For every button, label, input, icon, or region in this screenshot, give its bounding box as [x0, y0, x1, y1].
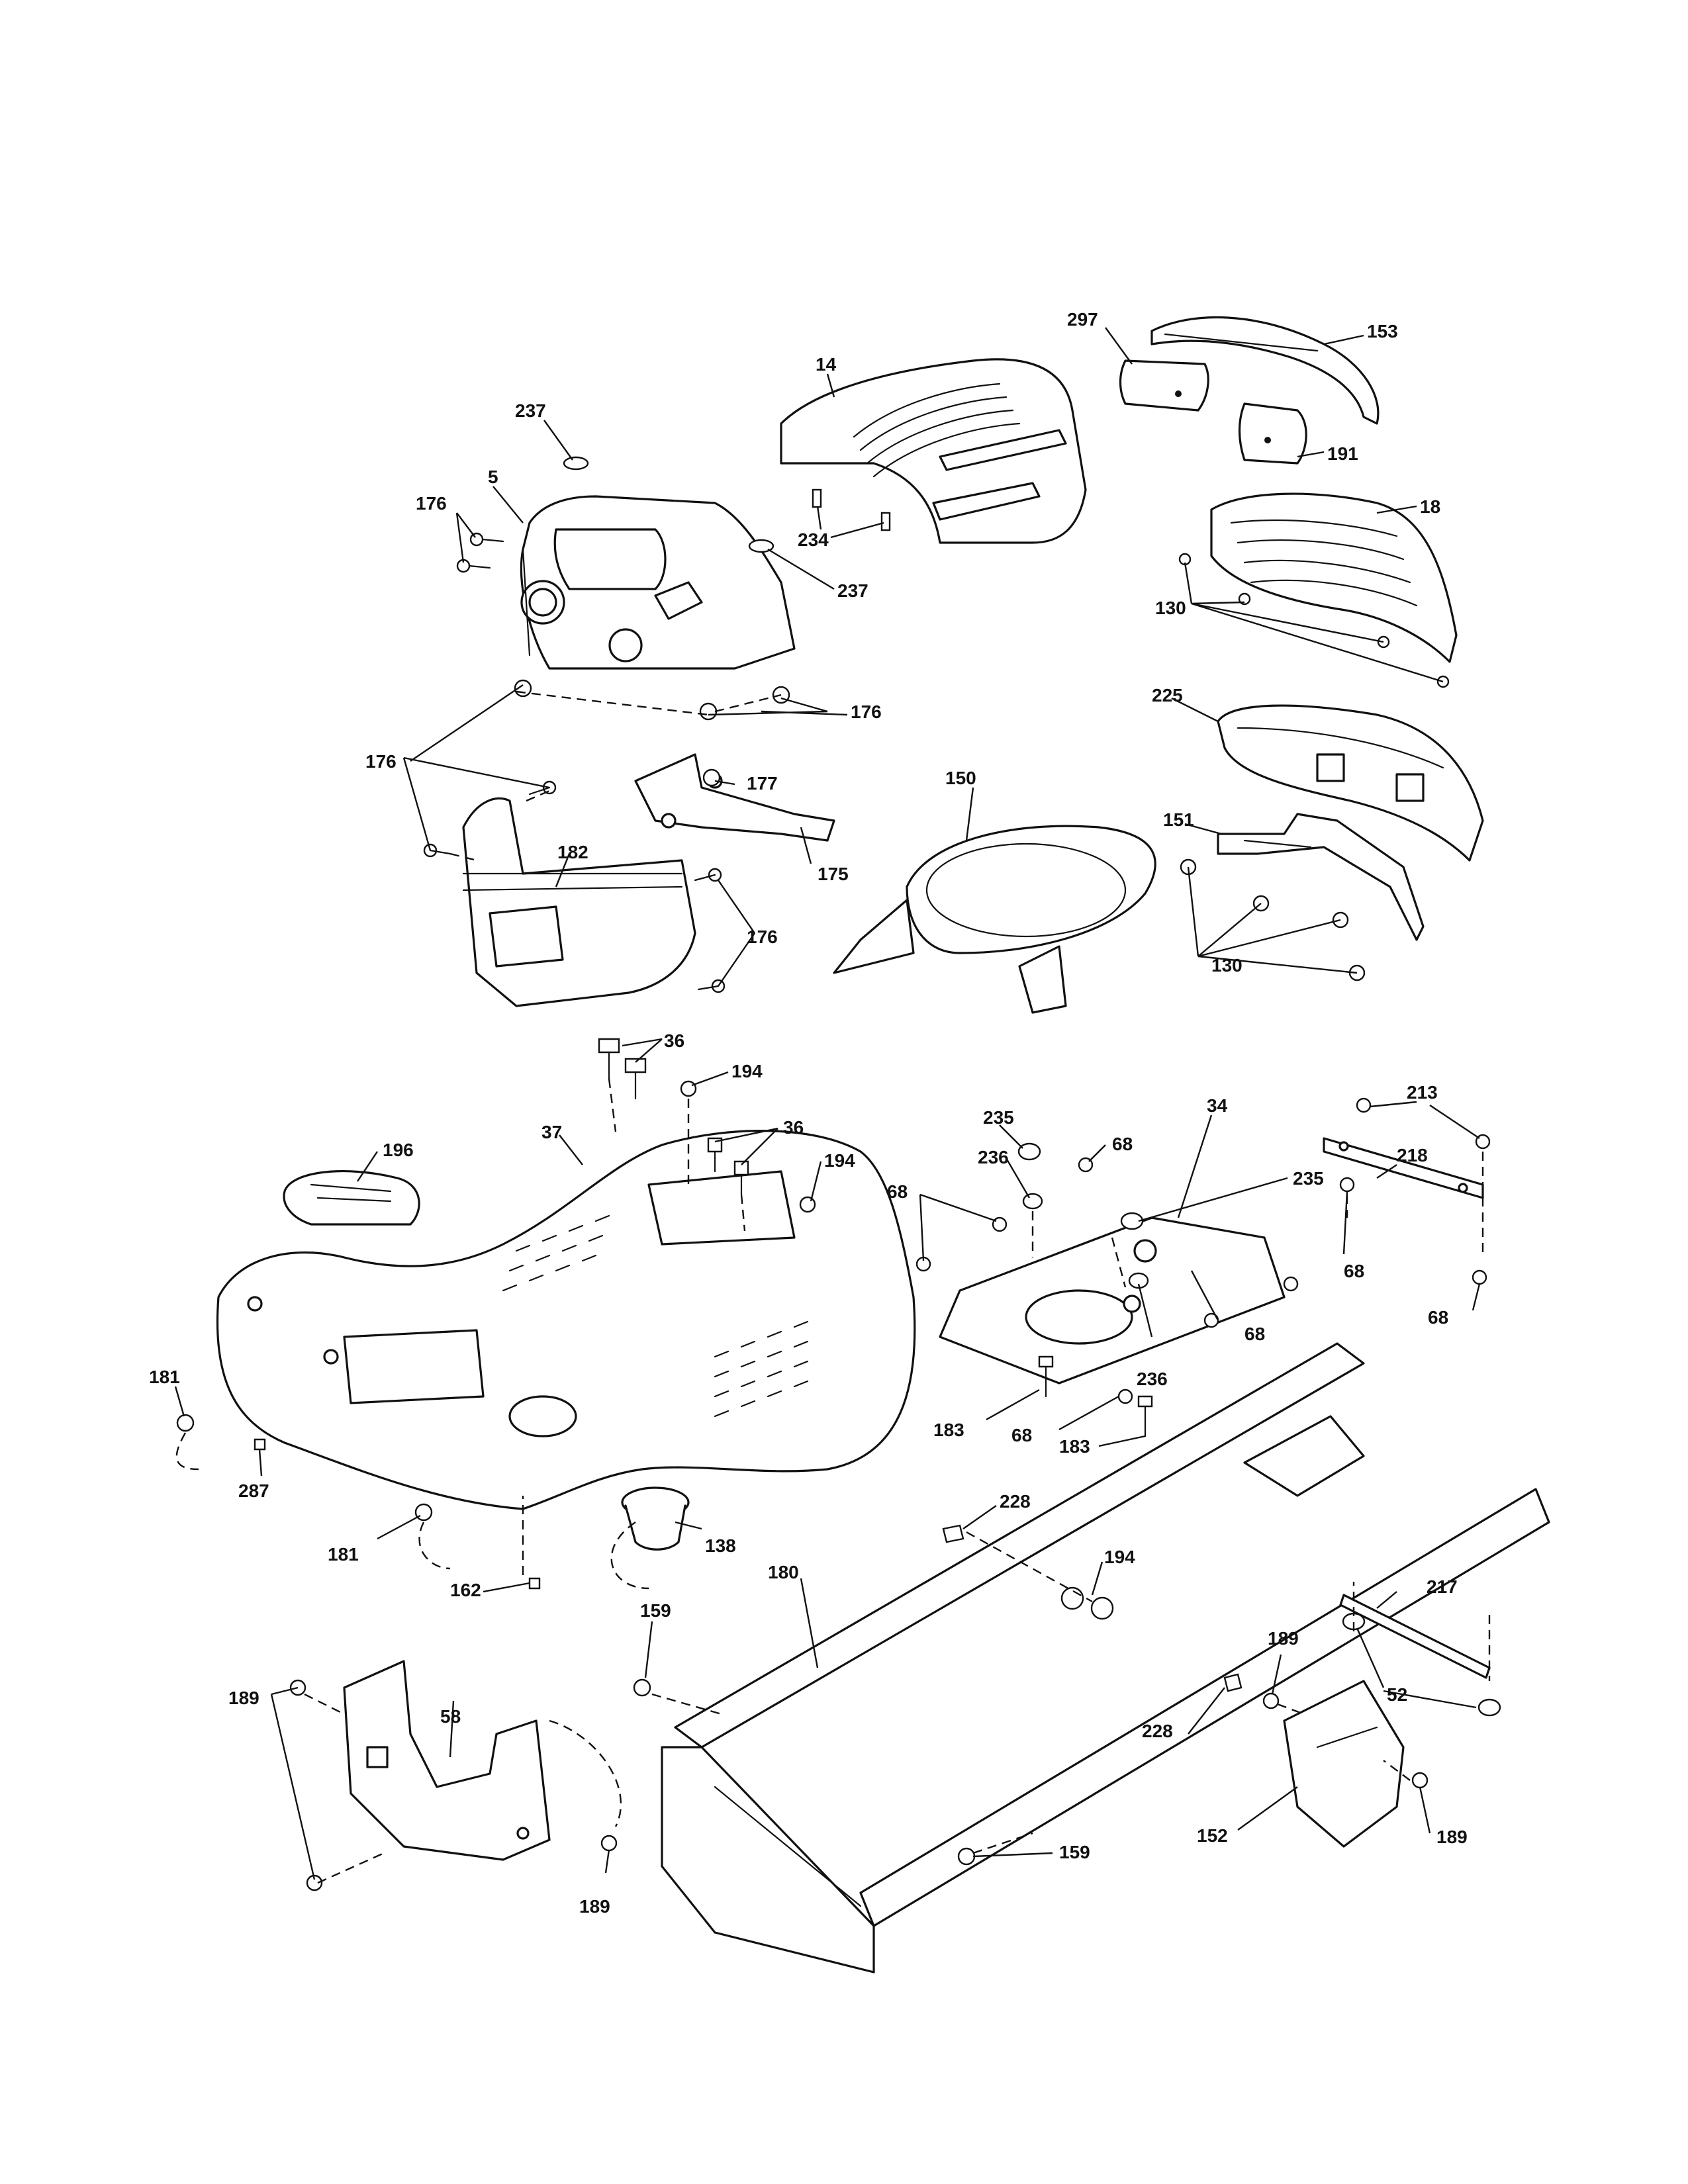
callout-189: 189: [228, 1688, 259, 1708]
callout-68: 68: [1112, 1134, 1133, 1154]
callout-176: 176: [851, 702, 882, 722]
callout-191: 191: [1327, 443, 1358, 464]
callout-217: 217: [1427, 1576, 1458, 1597]
fasteners: [176, 456, 1501, 1891]
callout-228: 228: [1142, 1721, 1173, 1741]
callout-68: 68: [1011, 1425, 1032, 1445]
callout-138: 138: [705, 1535, 736, 1556]
callout-180: 180: [768, 1562, 799, 1582]
callout-194: 194: [824, 1150, 855, 1171]
callout-225: 225: [1152, 685, 1183, 705]
part-153-trim: [1150, 316, 1380, 425]
callout-130: 130: [1155, 598, 1186, 618]
callout-183: 183: [1059, 1436, 1090, 1457]
part-150-pan: [833, 825, 1156, 1014]
callout-159: 159: [1059, 1842, 1090, 1862]
callout-37: 37: [541, 1122, 562, 1142]
callout-237: 237: [837, 580, 868, 601]
callout-213: 213: [1407, 1082, 1438, 1103]
callout-234: 234: [798, 529, 829, 550]
callout-36: 36: [664, 1030, 684, 1051]
callout-52: 52: [1387, 1684, 1407, 1705]
part-182-lower-dash: [462, 797, 696, 1007]
leader-lines: [174, 327, 1481, 1880]
callout-218: 218: [1397, 1145, 1428, 1165]
part-18-grille: [1210, 492, 1458, 663]
part-138-boot: [621, 1486, 690, 1551]
callout-175: 175: [818, 864, 849, 884]
callout-287: 287: [238, 1480, 269, 1501]
callout-235: 235: [1293, 1168, 1324, 1189]
assembly-lines: [175, 690, 1491, 1884]
callout-153: 153: [1367, 321, 1398, 341]
callout-235: 235: [983, 1107, 1014, 1128]
part-297-block: [1119, 359, 1209, 412]
callout-182: 182: [557, 842, 588, 862]
callout-58: 58: [440, 1706, 461, 1727]
callout-228: 228: [1000, 1491, 1031, 1512]
callout-68: 68: [1344, 1261, 1364, 1281]
part-217-rod: [1339, 1594, 1491, 1679]
callout-151: 151: [1163, 809, 1194, 830]
callout-189: 189: [1268, 1628, 1299, 1649]
callout-183: 183: [933, 1420, 964, 1440]
callout-176: 176: [416, 493, 447, 514]
callout-236: 236: [1137, 1369, 1168, 1389]
callout-237: 237: [515, 400, 546, 421]
callout-36: 36: [783, 1117, 804, 1138]
callout-68: 68: [887, 1181, 908, 1202]
callout-189: 189: [579, 1896, 610, 1917]
part-14-hood-top: [780, 358, 1087, 544]
callout-68: 68: [1428, 1307, 1448, 1328]
part-151-bracket: [1217, 813, 1425, 941]
part-196-cover: [283, 1169, 420, 1226]
callout-236: 236: [978, 1147, 1009, 1167]
part-37-fender: [216, 1130, 916, 1510]
part-225-bumper: [1217, 704, 1484, 862]
callout-130: 130: [1211, 955, 1243, 976]
callout-68: 68: [1244, 1324, 1265, 1344]
callout-181: 181: [328, 1544, 359, 1565]
callout-labels: 297 153 14 237 5 176 234 237 191 18 130 …: [149, 309, 1468, 1917]
part-58-bracket: [343, 1660, 551, 1861]
part-175-bracket: [634, 753, 835, 842]
part-5-dash-panel: [520, 495, 796, 670]
callout-34: 34: [1207, 1095, 1228, 1116]
callout-176: 176: [747, 927, 778, 947]
callout-181: 181: [149, 1367, 180, 1387]
callout-18: 18: [1420, 496, 1440, 517]
callout-194: 194: [731, 1061, 763, 1081]
part-152-plate: [1283, 1680, 1405, 1848]
callout-297: 297: [1067, 309, 1098, 330]
part-34-plate: [939, 1216, 1286, 1385]
callout-162: 162: [450, 1580, 481, 1600]
callout-177: 177: [747, 773, 778, 794]
callout-150: 150: [945, 768, 976, 788]
callout-194: 194: [1104, 1547, 1135, 1567]
vent-slots: [502, 1214, 809, 1418]
callout-196: 196: [383, 1140, 414, 1160]
callout-14: 14: [816, 354, 837, 375]
callout-159: 159: [640, 1600, 671, 1621]
part-191-block: [1238, 402, 1307, 465]
part-180-frame: [661, 1342, 1550, 1974]
callout-5: 5: [488, 467, 498, 487]
callout-189: 189: [1436, 1827, 1468, 1847]
callout-176: 176: [365, 751, 397, 772]
callout-152: 152: [1197, 1825, 1228, 1846]
